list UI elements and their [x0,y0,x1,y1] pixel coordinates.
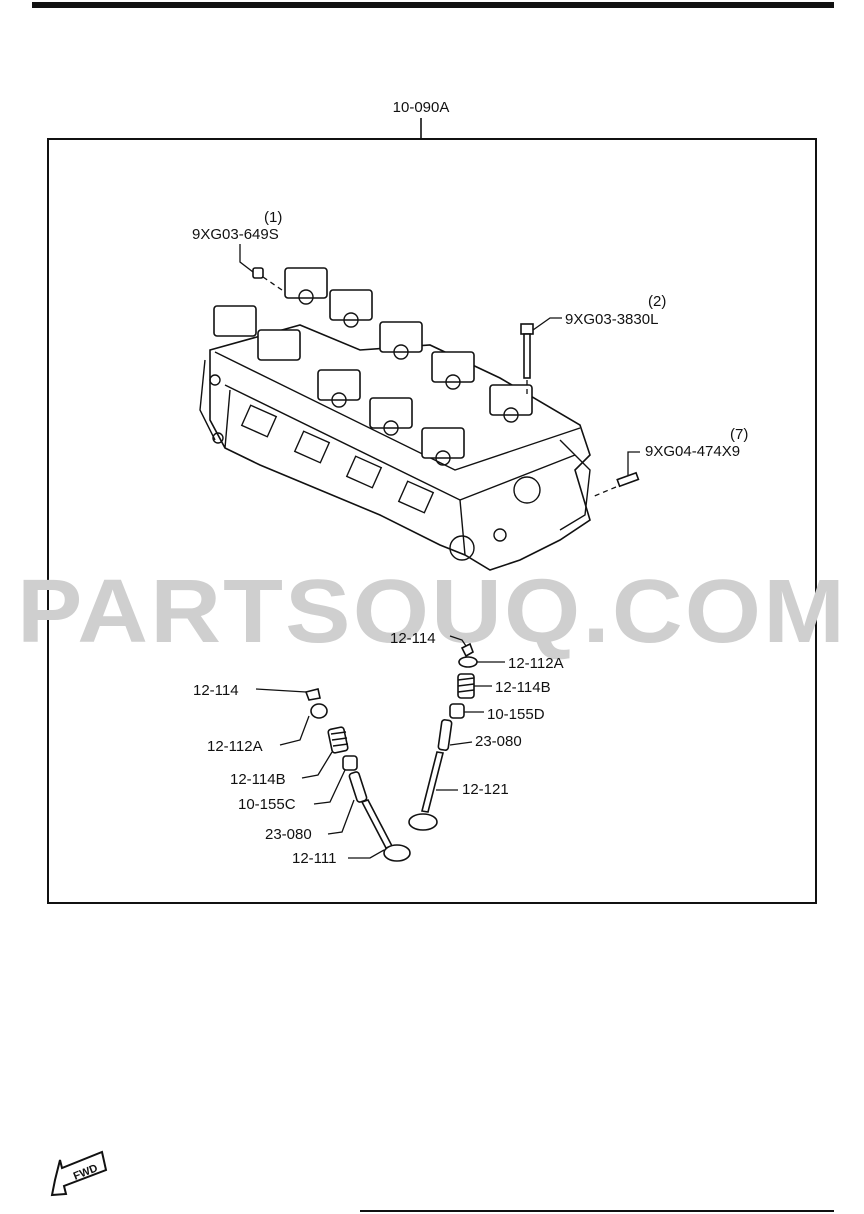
valve-left-valve-label[interactable]: 12-111 [292,850,336,867]
valve-left-guide-label[interactable]: 23-080 [265,826,312,843]
callout-stud-qty: (7) [730,426,748,443]
valve-right-assembly[interactable] [408,635,505,831]
bolt-small-part[interactable] [239,244,283,291]
valve-right-valve-label[interactable]: 12-121 [462,781,509,798]
callout-bolt-small-part[interactable]: 9XG03-649S [192,226,279,243]
callout-bolt-long-part[interactable]: 9XG03-3830L [565,311,658,328]
valve-right-guide-label[interactable]: 23-080 [475,733,522,750]
valve-left-assembly[interactable] [255,688,411,862]
callout-bolt-long-qty: (2) [648,293,666,310]
valve-right-retainer-label[interactable]: 12-112A [508,655,564,672]
valve-left-seal-label[interactable]: 10-155C [238,796,296,813]
assembly-label[interactable]: 10-090A [393,99,450,116]
valve-left-retainer-label[interactable]: 12-112A [207,738,263,755]
cylinder-head[interactable] [199,267,591,571]
callout-bolt-small-qty: (1) [264,209,282,226]
valve-left-spring-label[interactable]: 12-114B [230,771,286,788]
assembly-frame [47,138,817,904]
callout-stud-part[interactable]: 9XG04-474X9 [645,443,740,460]
valve-right-seal-label[interactable]: 10-155D [487,706,545,723]
watermark: PARTSOUQ.COM [17,562,847,662]
valve-right-keeper-label[interactable]: 12-114 [390,630,436,647]
valve-left-keeper-label[interactable]: 12-114 [193,682,239,699]
top-rule [32,2,834,8]
bolt-long-part[interactable] [520,317,562,398]
fwd-arrow-icon [50,1150,108,1197]
valve-right-spring-label[interactable]: 12-114B [495,679,551,696]
stud-part[interactable] [591,451,640,498]
